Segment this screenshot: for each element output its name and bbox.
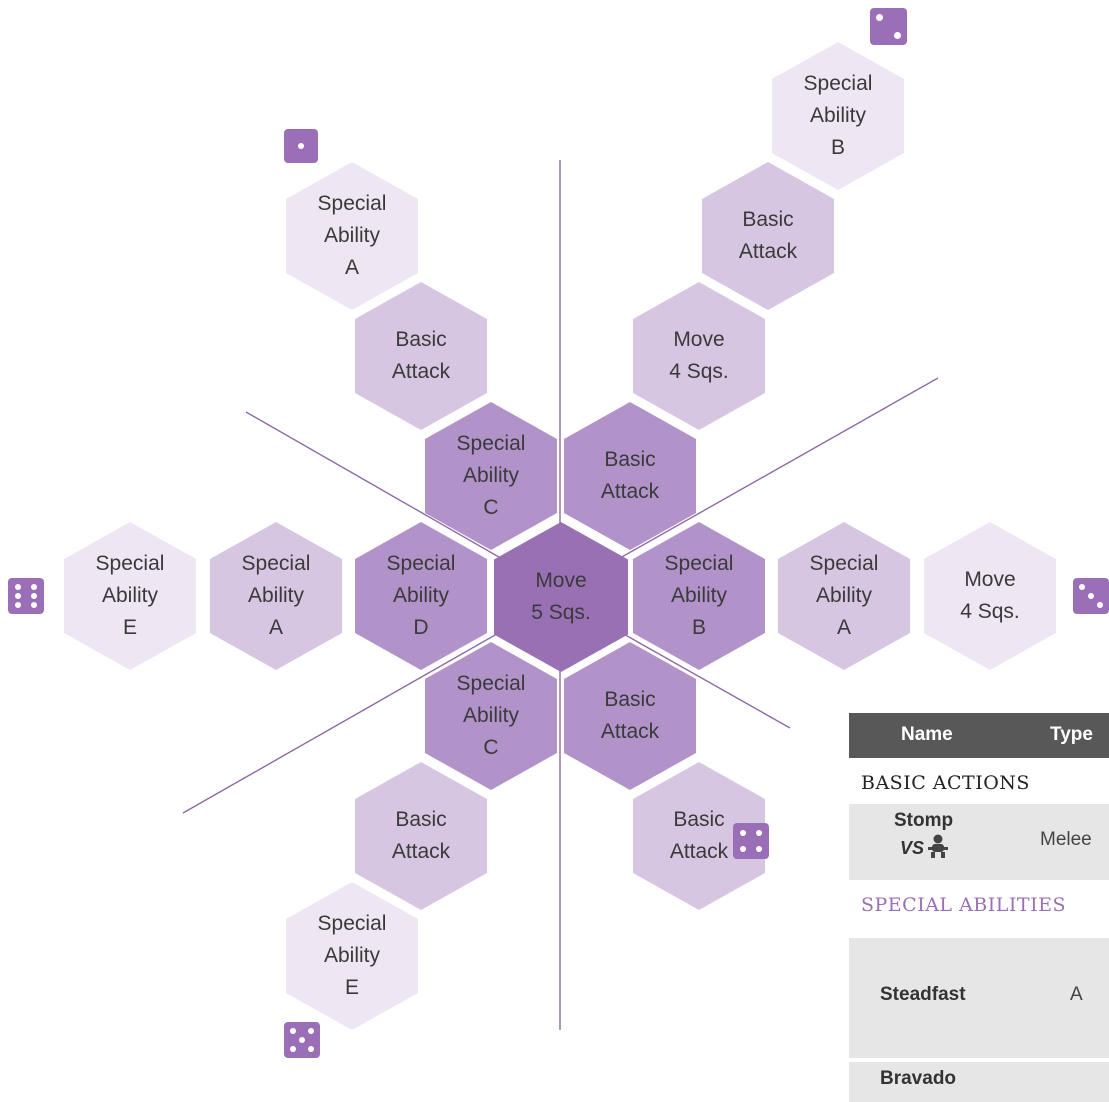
column-header-name: Name — [901, 724, 953, 745]
hex-label: Move 4 Sqs. — [669, 328, 729, 383]
hex-label: Special Ability A — [241, 552, 311, 639]
table-row-partial[interactable]: Bravado — [849, 1062, 1109, 1102]
hex-inner-left[interactable]: Special Ability D — [355, 522, 487, 670]
section-special-abilities: SPECIAL ABILITIES — [849, 880, 1109, 938]
ability-name: Stomp — [894, 810, 954, 831]
section-title: BASIC ACTIONS — [861, 772, 1030, 794]
hex-label: Basic Attack — [600, 448, 660, 503]
ability-type: A — [1070, 984, 1083, 1005]
ability-name: Steadfast — [880, 984, 966, 1005]
vs-label: VS — [900, 838, 925, 858]
hex-ring3-lower-left[interactable]: Special Ability E — [286, 882, 418, 1030]
hex-inner-bottom-left[interactable]: Special Ability C — [425, 642, 557, 790]
hex-label: Special Ability E — [95, 552, 165, 639]
hex-label: Move 5 Sqs. — [531, 569, 591, 624]
hex-label: Basic Attack — [600, 688, 660, 743]
hex-ring3-right[interactable]: Move 4 Sqs. — [924, 522, 1056, 670]
table-row[interactable]: Steadfast A — [849, 938, 1109, 1058]
ability-name: Bravado — [880, 1068, 957, 1089]
die-five-icon — [284, 1022, 320, 1058]
hex-label: Special Ability D — [386, 552, 456, 639]
hex-label: Basic Attack — [391, 328, 451, 383]
hex-ring2-right[interactable]: Special Ability A — [778, 522, 910, 670]
hex-label: Special Ability B — [803, 72, 873, 159]
section-title: SPECIAL ABILITIES — [861, 894, 1066, 916]
die-six-icon — [8, 578, 44, 614]
hex-label: Basic Attack — [738, 208, 798, 263]
table-header-row: Name Type — [849, 713, 1109, 758]
ability-wheel-board: Move 5 Sqs. Special Ability C Basic Atta… — [8, 8, 1109, 1102]
hex-ring3-left[interactable]: Special Ability E — [64, 522, 196, 670]
hex-label: Special Ability A — [809, 552, 879, 639]
die-one-icon — [284, 129, 318, 163]
table-row[interactable]: Stomp VS Melee — [849, 804, 1109, 880]
die-two-icon — [870, 8, 907, 45]
divider-upper-right — [559, 377, 939, 593]
hex-ring2-left[interactable]: Special Ability A — [210, 522, 342, 670]
hex-ring2-lower-left[interactable]: Basic Attack — [355, 762, 487, 910]
hex-label: Basic Attack — [391, 808, 451, 863]
die-four-icon — [733, 823, 769, 859]
hex-label: Move 4 Sqs. — [960, 568, 1020, 623]
hex-label: Basic Attack — [669, 808, 729, 863]
ability-table: Name Type BASIC ACTIONS Stomp VS Melee S… — [849, 713, 1109, 1102]
hex-label: Special Ability C — [456, 432, 526, 519]
hex-label: Special Ability E — [317, 912, 387, 999]
column-header-type: Type — [1050, 724, 1093, 745]
row-divider — [849, 1058, 1109, 1062]
hex-inner-right[interactable]: Special Ability B — [633, 522, 765, 670]
hex-label: Special Ability A — [317, 192, 387, 279]
target-figure-icon — [928, 834, 948, 858]
hex-label: Special Ability C — [456, 672, 526, 759]
section-basic-actions: BASIC ACTIONS — [849, 758, 1109, 804]
ability-type: Melee — [1040, 829, 1092, 850]
hex-inner-bottom-right[interactable]: Basic Attack — [564, 642, 696, 790]
hex-label: Special Ability B — [664, 552, 734, 639]
die-three-icon — [1073, 578, 1109, 614]
